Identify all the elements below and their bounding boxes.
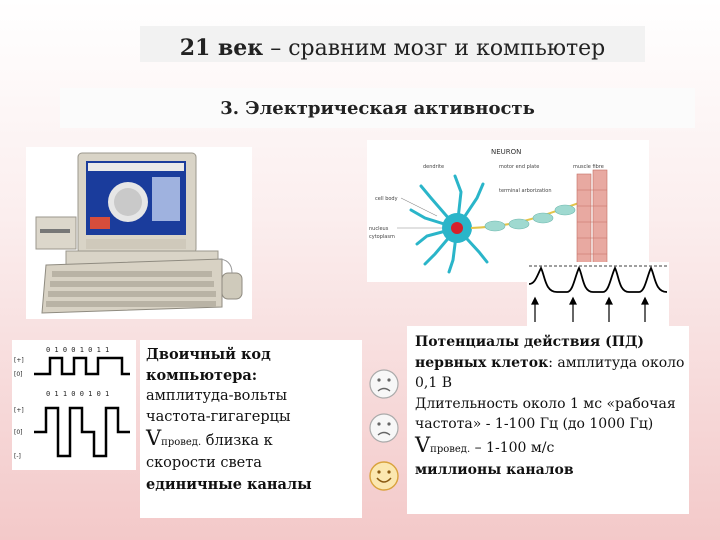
title-bold: 21 век (179, 35, 264, 61)
binary-signal-graph: 0 1 0 0 1 0 1 1 0 1 1 0 0 1 0 1 [+] [0] … (12, 340, 136, 470)
level-minus: [-] (14, 453, 21, 460)
neuron-image: NEURON dendrite motor end plate muscle f… (367, 140, 649, 282)
left-speed-of-light: скорости света (146, 455, 262, 471)
label-motor-end-plate: motor end plate (499, 164, 539, 170)
right-heading-line: Потенциалы действия (ПД) нервных клеток:… (415, 332, 689, 394)
right-duration: Длительность около 1 мс «рабочая частота… (415, 395, 676, 433)
bits-bottom: 0 1 1 0 0 1 0 1 (46, 390, 109, 398)
level-zero-2: [0] (14, 429, 23, 436)
neuron-title: NEURON (491, 148, 521, 156)
smiling-face-icon (369, 461, 399, 491)
sad-face-icon (369, 413, 399, 443)
computer-description: Двоичный код компьютера: амплитуда-вольт… (140, 340, 362, 518)
slide-subtitle: 3. Электрическая активность (60, 88, 695, 128)
right-speed-line: Vпровед. – 1-100 м/с (415, 432, 689, 461)
left-heading: Двоичный код компьютера: (146, 346, 271, 384)
level-plus-1: [+] (14, 357, 24, 364)
right-v-sub: провед. (430, 443, 471, 455)
level-plus-2: [+] (14, 407, 24, 414)
label-dendrite: dendrite (423, 164, 444, 170)
label-terminal-arborization: terminal arborization (499, 188, 552, 194)
neuron-description: Потенциалы действия (ПД) нервных клеток:… (407, 326, 689, 514)
right-v-text: – 1-100 м/с (470, 439, 555, 456)
label-cytoplasm: cytoplasm (369, 234, 395, 240)
title-rest: – сравним мозг и компьютер (270, 36, 606, 61)
right-heading: Потенциалы действия (ПД) нервных клеток (415, 334, 645, 371)
right-heading-rest: : амплитуда около 0,1 В (415, 354, 685, 392)
computer-image (26, 147, 252, 319)
action-potential-trace (528, 265, 668, 322)
left-v-text: близка к (201, 433, 273, 449)
left-amplitude: амплитуда-вольты (146, 388, 288, 404)
left-channels: единичные каналы (146, 476, 312, 493)
label-cell-body: cell body (375, 196, 398, 202)
neuron-illustration: NEURON dendrite motor end plate muscle f… (369, 148, 608, 279)
label-muscle-fibre: muscle fibre (573, 164, 604, 170)
action-potential-graph (527, 262, 669, 326)
level-zero-1: [0] (14, 371, 23, 378)
right-v-letter: V (415, 432, 431, 457)
left-v-sub: провед. (161, 437, 202, 448)
sad-face-icon (369, 369, 399, 399)
left-v-letter: V (146, 426, 162, 450)
left-speed-line: Vпровед. близка к (146, 428, 362, 453)
binary-signal-illustration: 0 1 0 0 1 0 1 1 0 1 1 0 0 1 0 1 [+] [0] … (14, 346, 130, 460)
bits-top: 0 1 0 0 1 0 1 1 (46, 346, 109, 354)
right-channels: миллионы каналов (415, 462, 574, 478)
slide-title: 21 век – сравним мозг и компьютер (140, 26, 645, 62)
computer-illustration (35, 152, 243, 314)
left-frequency: частота-гигагерцы (146, 409, 291, 425)
label-nucleus: nucleus (369, 226, 389, 232)
